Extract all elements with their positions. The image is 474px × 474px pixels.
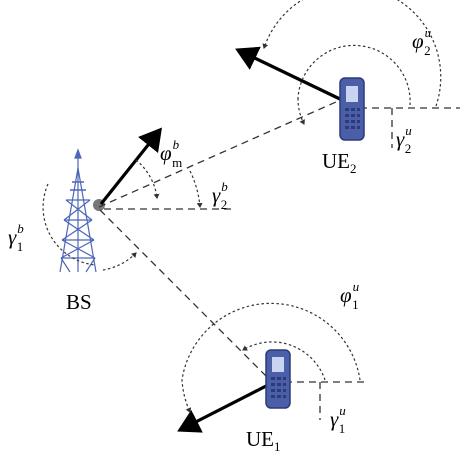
bs-gamma2-arc xyxy=(189,170,203,208)
ue1-phone-icon xyxy=(265,349,291,409)
bs-ue1-link xyxy=(99,209,273,383)
ue1-phi-arc-outer xyxy=(181,302,361,413)
ue1-phi-arc-inner xyxy=(242,341,326,381)
bs-label: BS xyxy=(66,290,92,314)
ue2-phi-arc-inner xyxy=(297,44,411,106)
ue2-phi-arc-end xyxy=(297,97,305,125)
bs-ue2-link xyxy=(98,97,346,208)
bs-phi-m-arc xyxy=(135,159,160,199)
ue2-beam-arrow xyxy=(235,46,343,102)
bs-tower-icon xyxy=(59,148,97,273)
ue2-label: UE2 xyxy=(322,149,357,176)
bs-beam-arrow xyxy=(99,127,162,205)
bs-gamma1-arc-end xyxy=(102,252,137,271)
ue1-beam-arrow xyxy=(177,382,271,433)
ue2-phone-icon xyxy=(339,77,365,141)
ue2-phi-arc-outer xyxy=(262,0,442,107)
ue1-label: UE1 xyxy=(246,427,281,454)
